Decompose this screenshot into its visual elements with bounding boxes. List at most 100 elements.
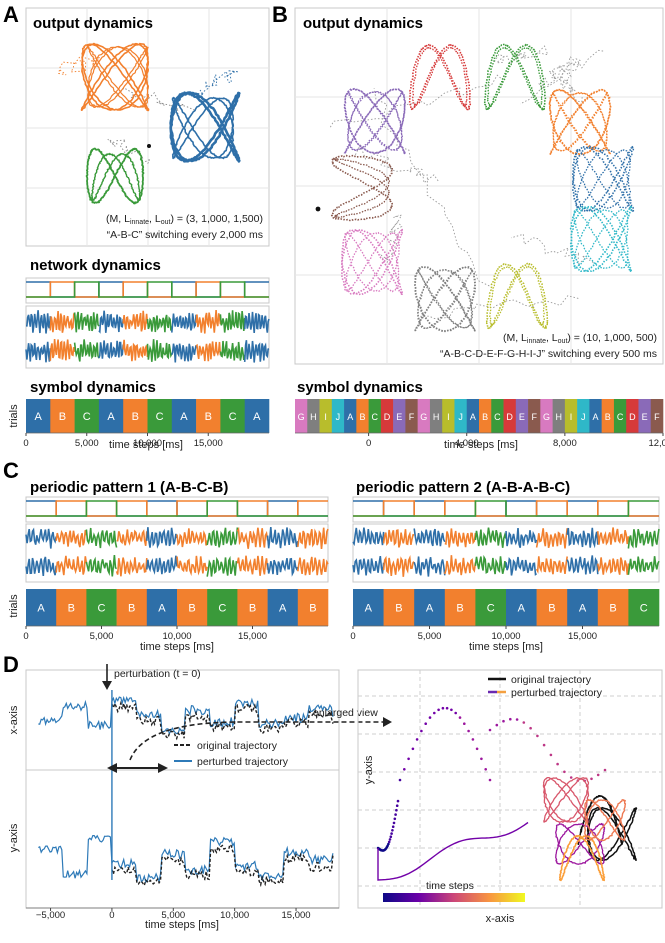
a-network-top-frame — [25, 277, 270, 304]
symbol-cell-C — [613, 399, 627, 433]
b-output-grid — [295, 8, 663, 364]
symbol-cell-B — [297, 589, 329, 626]
neuron-trace — [266, 527, 299, 549]
perturbed-point — [389, 835, 393, 838]
neuron-trace — [382, 555, 415, 577]
perturbed-point — [603, 768, 607, 772]
transition-trail — [353, 144, 439, 184]
neuron-trace — [535, 528, 568, 549]
neuron-trace — [115, 557, 148, 577]
symbol-cell-C — [207, 589, 238, 626]
symbol-label: H — [433, 412, 440, 422]
symbol-label: I — [447, 412, 450, 422]
perturbed-point — [387, 840, 391, 844]
neuron-trace — [206, 527, 239, 548]
neuron-trace — [597, 557, 630, 575]
symbol-label: B — [132, 411, 139, 423]
x-tick-label: 10,000 — [133, 438, 162, 449]
neuron-trace — [25, 341, 52, 363]
attractor-b-F — [330, 154, 394, 222]
symbol-label: A — [365, 603, 373, 615]
neuron-trace — [55, 555, 88, 576]
neuron-trace — [195, 341, 222, 362]
attractor-b-J — [572, 208, 629, 270]
d-right-xaxis-label: x-axis — [486, 913, 515, 925]
c-network-traces — [25, 500, 660, 577]
perturbed-point — [536, 734, 539, 738]
symbol-label: A — [426, 603, 434, 615]
attractor-b-B — [548, 88, 612, 156]
neuron-trace — [297, 556, 329, 576]
panel-letter-d: D — [3, 652, 19, 677]
neuron-trace — [146, 555, 178, 575]
attractor-b-H — [414, 265, 477, 333]
attractor-b-C — [486, 46, 544, 108]
d-xaxis-label: x-axis — [8, 705, 20, 734]
transition-trail — [519, 49, 604, 105]
symbol-cell-A — [589, 399, 602, 433]
symbol-label: B — [68, 603, 75, 615]
neuron-trace — [297, 527, 329, 549]
symbol-label: B — [188, 603, 195, 615]
neuron-trace — [413, 528, 446, 547]
attractor-b-H — [416, 268, 474, 330]
perturbed-point — [522, 721, 526, 724]
symbol-cell-B — [444, 589, 476, 626]
symbol-label: I — [570, 412, 573, 422]
neuron-trace — [146, 339, 173, 362]
d-right-legend: original trajectory perturbed trajectory — [488, 674, 603, 699]
neuron-trace — [25, 556, 57, 576]
c1-time-label: time steps [ms] — [140, 641, 214, 653]
perturbed-point — [390, 832, 393, 835]
neuron-trace — [49, 311, 76, 333]
symbol-label: E — [642, 412, 648, 422]
symbol-cell-C — [74, 399, 100, 433]
enlarged-view-label: enlarged view — [313, 707, 378, 719]
perturbation-label: perturbation (t = 0) — [114, 668, 201, 680]
b-output-title: output dynamics — [303, 15, 423, 32]
symbol-label: C — [98, 603, 106, 615]
perturbed-point — [529, 726, 532, 730]
perturbed-point — [542, 743, 546, 747]
symbol-label: H — [310, 412, 317, 422]
symbol-cell-I — [442, 399, 455, 433]
x-tick-label: 10,000 — [491, 631, 520, 642]
x-tick-label: −5,000 — [36, 910, 65, 921]
perturbed-point — [458, 716, 462, 719]
neuron-trace — [597, 527, 630, 546]
symbol-cell-A — [506, 589, 537, 626]
symbol-label: A — [518, 603, 526, 615]
neuron-trace — [474, 527, 507, 548]
b-switch-label: “A-B-C-D-E-F-G-H-I-J” switching every 50… — [440, 348, 657, 360]
a-network-title: network dynamics — [30, 257, 161, 274]
c1-trials-label: trials — [8, 594, 20, 618]
neuron-trace — [195, 310, 222, 334]
attractor-b-I — [485, 262, 549, 330]
readout-trace-C — [26, 500, 328, 517]
c2-bottom-frame — [352, 523, 660, 583]
symbol-label: B — [59, 411, 66, 423]
neuron-trace — [243, 311, 270, 333]
attractor-b-D — [408, 43, 472, 111]
attractor-b-G — [344, 231, 400, 293]
transition-trail — [329, 74, 503, 128]
attractor-b-D — [412, 46, 469, 108]
c2-top-frame — [352, 496, 660, 523]
x-tick-label: 0 — [23, 438, 28, 449]
perturbed-point — [415, 738, 419, 741]
perturbed-point — [387, 842, 390, 846]
neuron-trace — [627, 528, 660, 549]
symbol-cell-A — [567, 589, 599, 626]
symbol-label: D — [506, 412, 513, 422]
d-right-grid — [358, 670, 662, 908]
symbol-label: G — [298, 412, 305, 422]
neuron-trace — [444, 528, 477, 548]
d-left-legend: original trajectory perturbed trajectory — [174, 740, 289, 768]
perturbed-point — [480, 757, 483, 761]
x-tick-label: 5,000 — [418, 631, 442, 642]
d-right-legend-perturbed: perturbed trajectory — [511, 687, 603, 699]
x-tick-label: 15,000 — [282, 910, 311, 921]
symbol-cell-B — [56, 589, 87, 626]
